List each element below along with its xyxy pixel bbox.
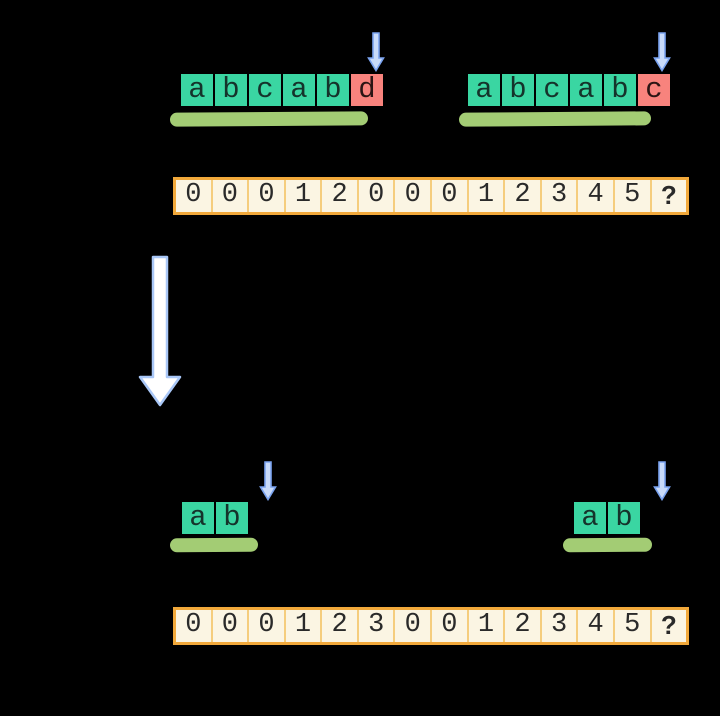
array-cell: 1 [285,610,323,642]
array-cell: 0 [249,180,286,212]
down-arrow-icon [367,32,385,72]
array-cell: 2 [322,610,359,642]
array-cell: 0 [395,610,433,642]
pattern-cell: b [602,72,638,108]
down-arrow-icon [653,32,671,72]
array-cell: 4 [578,180,615,212]
highlight-underline [458,111,652,127]
down-arrow-icon [259,461,277,501]
pattern-cell: b [214,500,250,536]
array-cell: 0 [212,610,250,642]
pattern-cell: c [534,72,570,108]
pattern-cell: a [568,72,604,108]
down-arrow-icon [653,461,671,501]
array-cell: 2 [505,180,542,212]
pattern-cell: a [179,72,215,108]
array-cell: 0 [212,180,250,212]
array-cell: 0 [176,180,213,212]
highlight-underline [169,537,259,553]
array-cell: 3 [541,180,579,212]
prefix-string-left: a b [180,500,250,536]
array-cell: 3 [541,610,579,642]
big-down-arrow-icon [138,255,182,407]
array-cell: 1 [285,180,323,212]
array-cell: 5 [614,610,652,642]
pattern-string-right: a b c a b c [466,72,672,108]
pattern-cell: b [500,72,536,108]
failure-array-after: 0 0 0 1 2 3 0 0 1 2 3 4 5 ? [173,607,689,645]
array-cell: 0 [249,610,286,642]
array-cell-unknown: ? [651,180,687,212]
pattern-cell: a [466,72,502,108]
pattern-cell: b [213,72,249,108]
pattern-cell: a [281,72,317,108]
highlight-underline [562,537,653,553]
array-cell: 5 [614,180,652,212]
mismatch-cell: d [349,72,385,108]
array-cell-unknown: ? [651,610,687,642]
mismatch-cell: c [636,72,672,108]
pattern-cell: b [606,500,642,536]
array-cell: 0 [432,610,469,642]
pattern-cell: a [180,500,216,536]
array-cell: 2 [505,610,542,642]
pattern-cell: a [572,500,608,536]
highlight-underline [169,111,369,127]
pattern-cell: b [315,72,351,108]
array-cell: 2 [322,180,359,212]
array-cell: 0 [358,180,396,212]
array-cell: 1 [468,180,506,212]
pattern-string-left: a b c a b d [179,72,385,108]
array-cell: 4 [578,610,615,642]
array-cell: 0 [432,180,469,212]
array-cell: 0 [395,180,433,212]
pattern-cell: c [247,72,283,108]
failure-array-before: 0 0 0 1 2 0 0 0 1 2 3 4 5 ? [173,177,689,215]
array-cell: 0 [176,610,213,642]
prefix-string-right: a b [572,500,642,536]
array-cell: 1 [468,610,506,642]
array-cell: 3 [358,610,396,642]
